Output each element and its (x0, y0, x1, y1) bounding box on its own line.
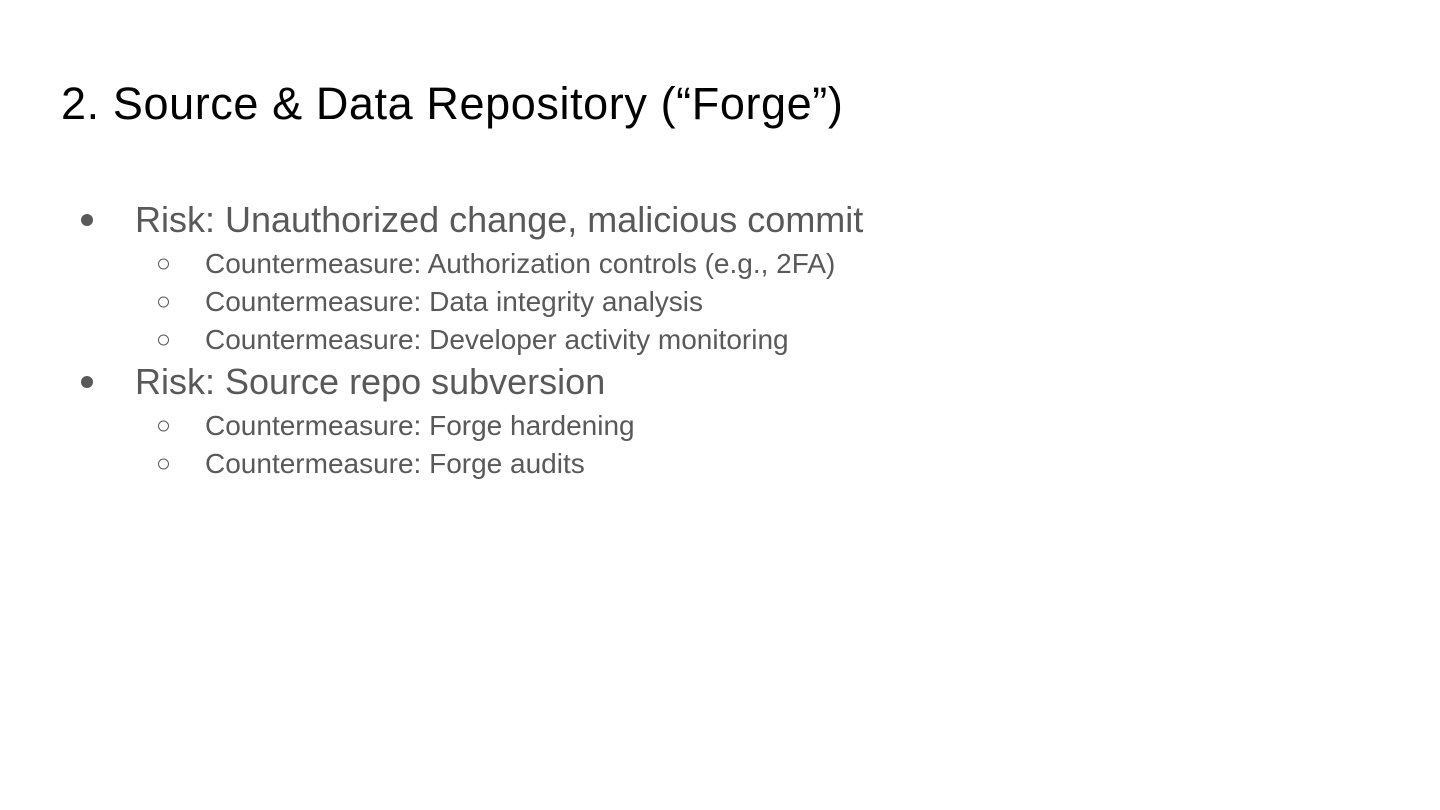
countermeasure-text: Countermeasure: Forge audits (205, 448, 585, 479)
countermeasure-text: Countermeasure: Forge hardening (205, 410, 635, 441)
hollow-bullet-icon (158, 458, 169, 470)
countermeasure-group-2: Countermeasure: Forge hardening Counterm… (0, 407, 1440, 483)
risk-2-text: Risk: Source repo subversion (135, 361, 606, 402)
countermeasure-text: Countermeasure: Authorization controls (… (205, 248, 836, 279)
list-item-risk-2: Risk: Source repo subversion (0, 360, 1440, 404)
bullet-list: Risk: Unauthorized change, malicious com… (0, 198, 1440, 483)
slide-title: 2. Source & Data Repository (“Forge”) (61, 78, 844, 129)
filled-bullet-icon (81, 376, 93, 388)
hollow-bullet-icon (158, 258, 169, 270)
list-item-countermeasure: Countermeasure: Developer activity monit… (0, 321, 1440, 359)
list-item-countermeasure: Countermeasure: Forge audits (0, 445, 1440, 483)
countermeasure-text: Countermeasure: Data integrity analysis (205, 286, 704, 317)
filled-bullet-icon (81, 214, 93, 226)
list-item-countermeasure: Countermeasure: Forge hardening (0, 407, 1440, 445)
countermeasure-text: Countermeasure: Developer activity monit… (205, 324, 789, 355)
list-item-countermeasure: Countermeasure: Data integrity analysis (0, 283, 1440, 321)
hollow-bullet-icon (158, 420, 169, 432)
list-item-risk-1: Risk: Unauthorized change, malicious com… (0, 198, 1440, 242)
hollow-bullet-icon (158, 334, 169, 346)
risk-1-text: Risk: Unauthorized change, malicious com… (135, 199, 864, 240)
hollow-bullet-icon (158, 296, 169, 308)
list-item-countermeasure: Countermeasure: Authorization controls (… (0, 245, 1440, 283)
countermeasure-group-1: Countermeasure: Authorization controls (… (0, 245, 1440, 359)
